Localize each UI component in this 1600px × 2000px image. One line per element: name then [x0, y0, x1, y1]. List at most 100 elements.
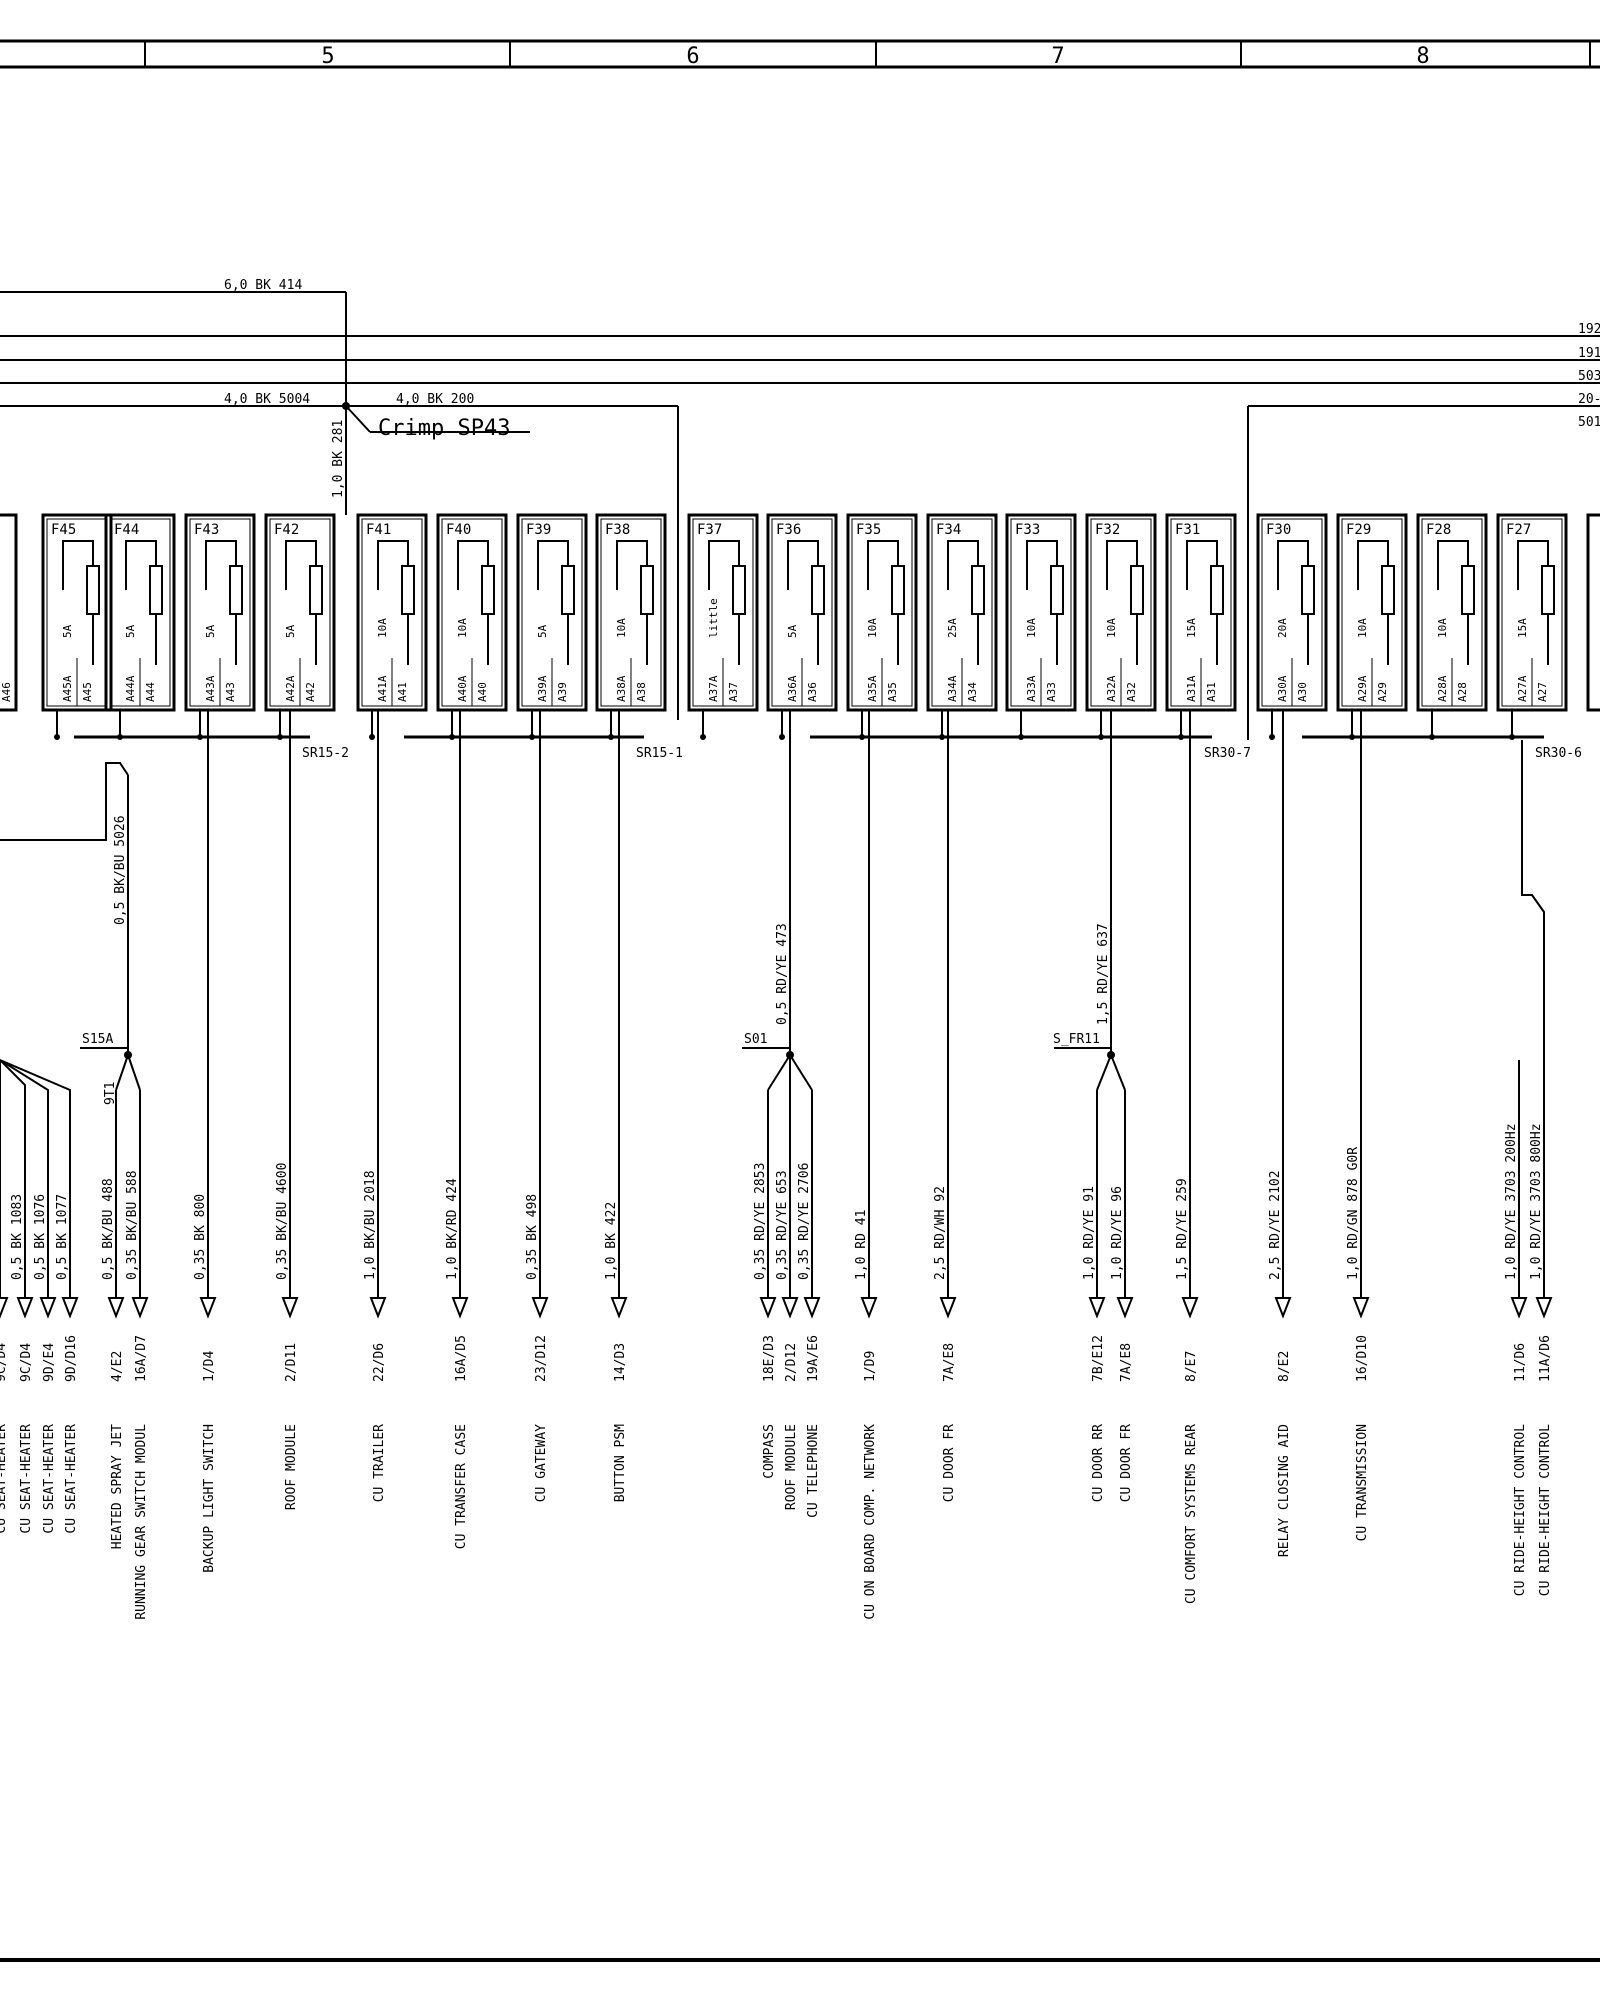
connector-pin: 7A/E8 — [1119, 1343, 1134, 1382]
fuse-pin-label: A42 — [304, 682, 317, 702]
fuse-pin-label: A32 — [1125, 682, 1138, 702]
fuse-element-icon — [149, 565, 163, 615]
rail-label: SR30-6 — [1535, 746, 1582, 761]
fuse-frame — [41, 513, 113, 712]
destination-label: BUTTON PSM — [613, 1424, 628, 1502]
column-number: 7 — [1051, 44, 1064, 69]
wire-label-281: 1,0 BK 281 — [331, 420, 346, 498]
destination-label: CU DOOR FR — [942, 1424, 957, 1502]
fuse-pin-label: A34A — [946, 675, 959, 702]
wire-label-200: 4,0 BK 200 — [396, 392, 474, 407]
splice-label-sfr11: S_FR11 — [1053, 1032, 1100, 1047]
destination-label: CU RIDE-HEIGHT CONTROL — [1538, 1424, 1553, 1596]
fuse-name: F32 — [1095, 522, 1120, 538]
fuse-element-icon — [1461, 565, 1475, 615]
fuse-pin-label: A36 — [806, 682, 819, 702]
fuse-name: F38 — [605, 522, 630, 538]
rail-labels: SR15-2 SR15-1 SR30-7 SR30-6 — [302, 746, 1582, 761]
wire-label: 0,5 BK 1083 — [10, 1194, 25, 1280]
fuse-name: F36 — [776, 522, 801, 538]
fuse-pin-label: A31A — [1185, 675, 1198, 702]
connector-pin: 19A/E6 — [806, 1335, 821, 1382]
connector-arrow-icon — [939, 1297, 957, 1319]
fuse-link — [1517, 540, 1549, 590]
connector-arrow-icon — [781, 1297, 799, 1319]
bus-number: 191 — [1578, 346, 1600, 361]
connector-arrow-icon — [0, 1297, 9, 1319]
fuse-pin-label: A43A — [204, 675, 217, 702]
wire-label: 1,0 RD/YE 91 — [1082, 1186, 1097, 1280]
fuse-link — [1437, 540, 1469, 590]
connector-arrow-icon — [369, 1297, 387, 1319]
wire-label: 0,5 BK/BU 488 — [101, 1178, 116, 1280]
destination-label: COMPASS — [762, 1424, 777, 1479]
fuse-link — [62, 540, 94, 590]
fuse-name: F39 — [526, 522, 551, 538]
bus-labels: 6,0 BK 414 4,0 BK 5004 4,0 BK 200 1,0 BK… — [224, 278, 1600, 498]
connector-pin: 23/D12 — [534, 1335, 549, 1382]
fuse-pin-label: A41A — [376, 675, 389, 702]
fuse-name: F37 — [697, 522, 722, 538]
fuse-pin-label: A36A — [786, 675, 799, 702]
fuse-rating: little — [707, 598, 720, 638]
connector-pin: 7A/E8 — [942, 1343, 957, 1382]
fuse-frame — [264, 513, 336, 712]
fuse-rating: 5A — [124, 624, 137, 638]
fuse-link — [1106, 540, 1138, 590]
fuse-rating: 5A — [536, 624, 549, 638]
connector-arrow-icon — [610, 1297, 628, 1319]
destination-label: RUNNING GEAR SWITCH MODUL — [134, 1424, 149, 1620]
destination-label: ROOF MODULE — [284, 1424, 299, 1510]
fuse-pin-label: A35 — [886, 682, 899, 702]
wire-label: 0,35 RD/YE 2706 — [797, 1163, 812, 1280]
fuse-name: F29 — [1346, 522, 1371, 538]
destination-label: ROOF MODULE — [784, 1424, 799, 1510]
fuse-frame — [846, 513, 918, 712]
fuse-pin-label: A40 — [476, 682, 489, 702]
fuse-frame — [356, 513, 428, 712]
connector-arrow-icon — [803, 1297, 821, 1319]
fuse-pin-label: A41 — [396, 682, 409, 702]
wire-label: 0,35 RD/YE 653 — [775, 1170, 790, 1280]
fuse-pin-label: A42A — [284, 675, 297, 702]
crimp-label: Crimp SP43 — [378, 416, 510, 441]
fuse-frame — [1085, 513, 1157, 712]
connector-pin: 9D/D16 — [64, 1335, 79, 1382]
column-numbers: 5 6 7 8 — [321, 44, 1429, 69]
fuse-rating: 10A — [1105, 618, 1118, 638]
feed-loop — [0, 762, 129, 841]
connector-arrow-icon — [1352, 1297, 1370, 1319]
destination-label: BACKUP LIGHT SWITCH — [202, 1424, 217, 1573]
fuse-name: F42 — [274, 522, 299, 538]
connector-pin: 1/D9 — [863, 1351, 878, 1382]
destination-label: CU GATEWAY — [534, 1424, 549, 1502]
splice-labels: S15A 0,5 BK/BU 5026 9T1 S01 0,5 RD/YE 47… — [82, 815, 1111, 1105]
connector-pin: 9D/E4 — [42, 1343, 57, 1382]
connector-pin: 8/E7 — [1184, 1351, 1199, 1382]
wire-label: 1,0 RD 41 — [854, 1210, 869, 1280]
fuse-frame — [184, 513, 256, 712]
wire-label: 1,0 BK/RD 424 — [445, 1178, 460, 1280]
fuse-pin-label: A29A — [1356, 675, 1369, 702]
fuse-element-icon — [309, 565, 323, 615]
wire-label-5004: 4,0 BK 5004 — [224, 392, 310, 407]
wire-label: 1,5 RD/YE 259 — [1175, 1178, 1190, 1280]
fuse-link — [537, 540, 569, 590]
fuse-element-icon — [401, 565, 415, 615]
connector-arrow-icon — [759, 1297, 777, 1319]
fuse-box-partial: A46 — [0, 513, 18, 712]
fuse-pin-label: A40A — [456, 675, 469, 702]
